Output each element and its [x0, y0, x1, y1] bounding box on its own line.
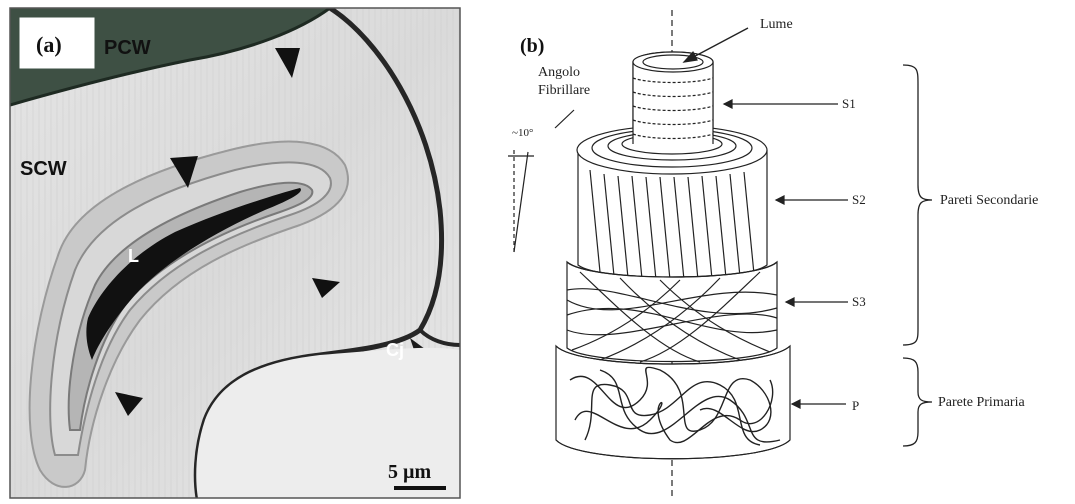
- pcw-label: PCW: [104, 37, 151, 59]
- scale-bar-label: 5 µm: [388, 461, 432, 483]
- fibril-angle-pointer: [555, 110, 574, 128]
- panel-b-diagram: (b): [508, 10, 1038, 500]
- lumen-text: Lume: [760, 17, 793, 32]
- s2-label: S2: [852, 192, 866, 207]
- secondary-walls-brace: [903, 65, 932, 345]
- panel-b-label: (b): [520, 35, 544, 57]
- s1-label: S1: [842, 96, 856, 111]
- scw-label: SCW: [20, 158, 67, 180]
- angle-value-text: ~10°: [512, 127, 533, 139]
- lumen-label: L: [128, 246, 139, 266]
- cj-label: Cj: [386, 340, 404, 360]
- p-layer: [556, 346, 790, 459]
- s3-label: S3: [852, 294, 866, 309]
- secondary-walls-label: Pareti Secondarie: [940, 193, 1038, 208]
- fibril-angle-text-line1: Angolo: [538, 65, 580, 80]
- primary-wall-brace: [903, 358, 932, 446]
- s2-layer: [577, 52, 767, 280]
- s3-layer: [567, 262, 777, 362]
- scale-bar: [394, 486, 446, 490]
- panel-a-label: (a): [36, 32, 62, 57]
- primary-wall-label: Parete Primaria: [938, 395, 1025, 410]
- angle-fibril-line: [514, 152, 528, 252]
- fibril-angle-text-line2: Fibrillare: [538, 83, 590, 98]
- p-label: P: [852, 398, 859, 413]
- panel-a-micrograph: (a) PCW SCW L Cj 5 µm: [10, 8, 460, 498]
